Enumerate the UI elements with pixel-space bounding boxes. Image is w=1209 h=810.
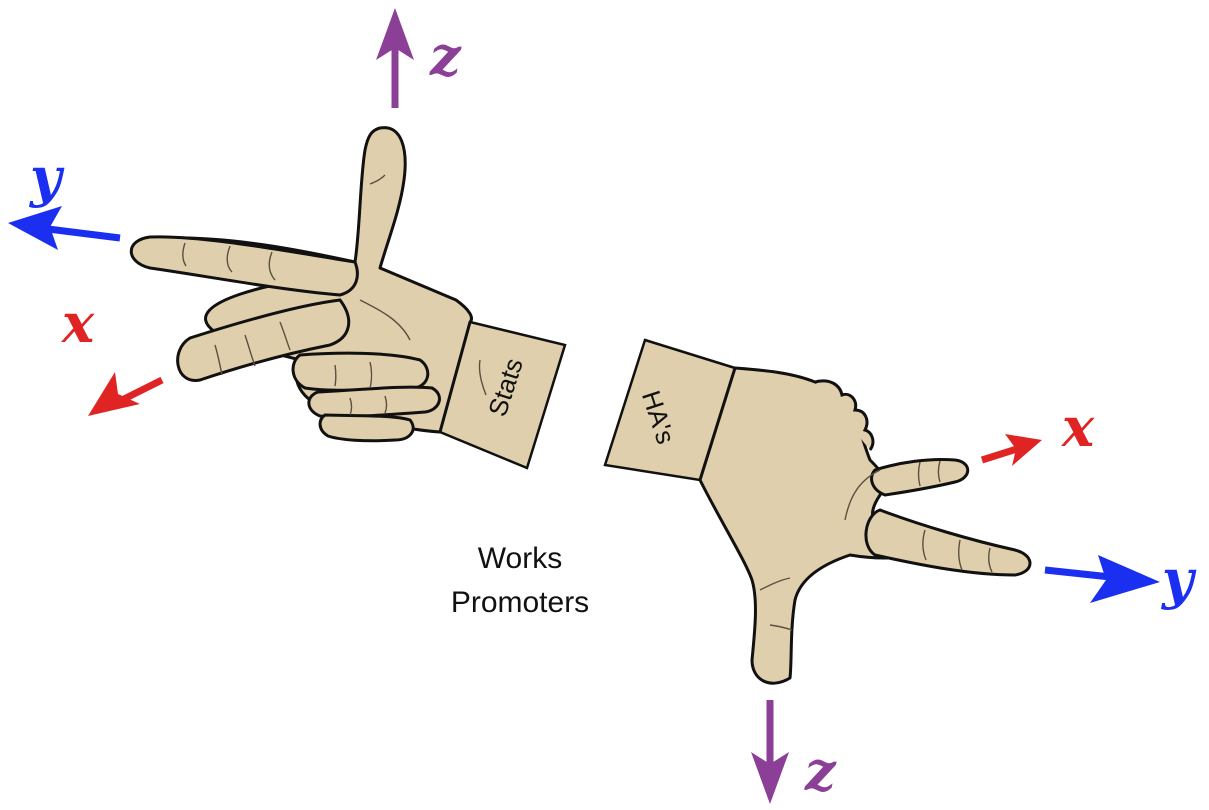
left-curled-finger-3: [320, 415, 413, 441]
left-z-label: z: [429, 24, 462, 88]
caption-line-1: Works: [478, 542, 562, 575]
right-hand: HA's: [605, 340, 1030, 683]
right-z-label: z: [804, 739, 837, 803]
right-y-label: y: [1161, 547, 1197, 611]
caption: Works Promoters: [451, 542, 589, 619]
left-curled-finger-2: [309, 387, 440, 417]
left-index-finger: [131, 237, 357, 295]
left-x-label: x: [61, 291, 95, 355]
left-y-label: y: [29, 145, 65, 209]
left-hand: Stats: [131, 128, 565, 468]
right-x-label: x: [1061, 395, 1095, 459]
caption-line-2: Promoters: [451, 586, 589, 619]
right-index-finger: [866, 510, 1030, 575]
left-curled-finger-1: [293, 353, 428, 390]
